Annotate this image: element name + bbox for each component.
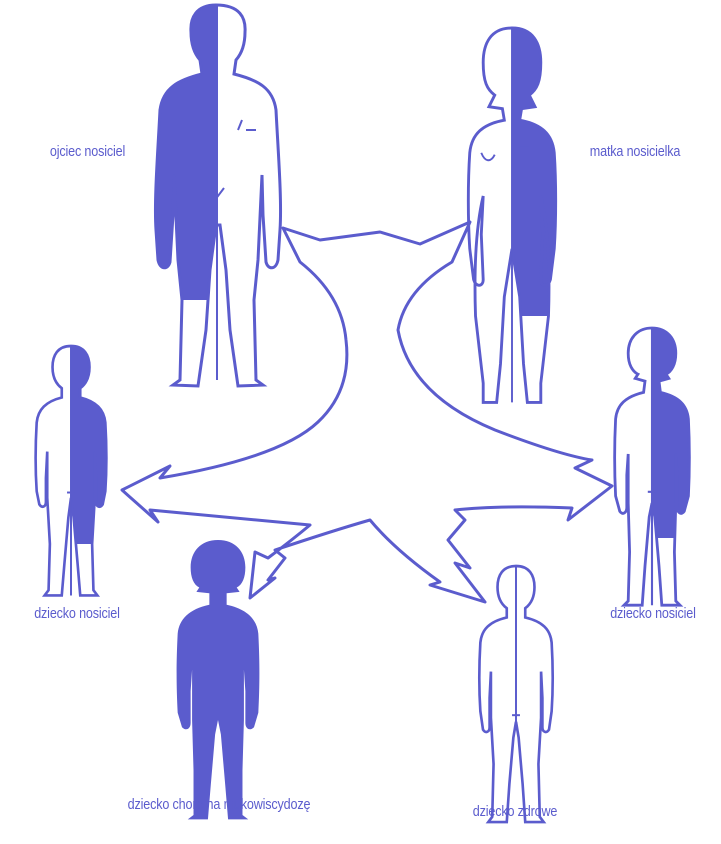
label-child-left: dziecko nosiciel xyxy=(22,605,131,622)
label-mother: matka nosicielka xyxy=(572,143,698,160)
figure-mother xyxy=(468,28,555,402)
father-detail xyxy=(212,120,256,196)
figure-child-sick xyxy=(177,540,260,819)
figure-child-right xyxy=(615,328,690,605)
figure-child-left xyxy=(36,346,107,595)
label-child-healthy: dziecko zdrowe xyxy=(460,803,569,820)
label-child-sick: dziecko chore na mukowiscydozę xyxy=(106,796,333,813)
label-father: ojciec nosiciel xyxy=(31,143,144,160)
child-sick-silhouette xyxy=(177,540,260,819)
figure-child-healthy xyxy=(479,566,552,822)
label-child-right: dziecko nosiciel xyxy=(598,605,707,622)
figure-father xyxy=(155,5,280,386)
